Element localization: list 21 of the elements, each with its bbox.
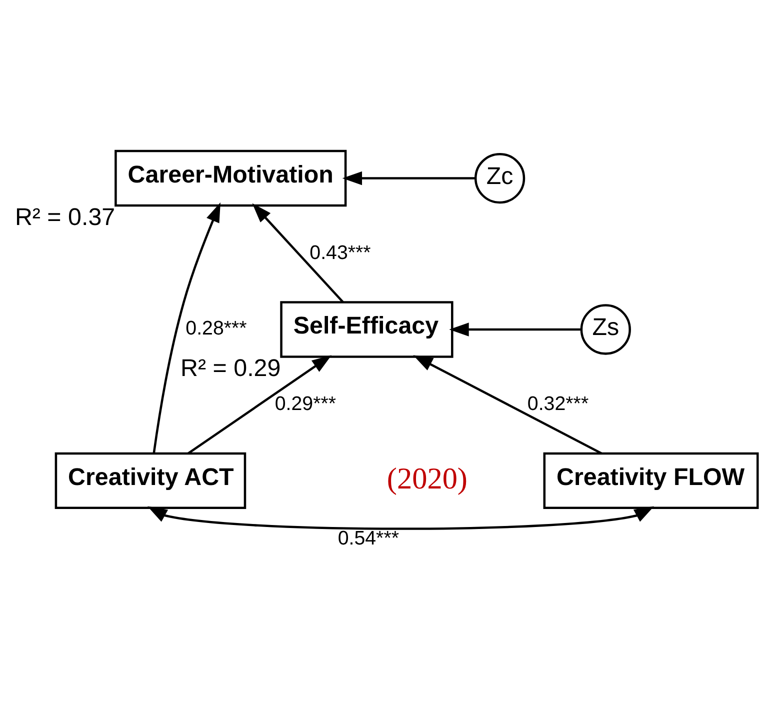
edge-label: 0.54*** <box>338 528 400 550</box>
node-label: R² = 0.37 <box>14 204 116 231</box>
edge-label: 0.32*** <box>527 393 589 416</box>
node-box: Creativity FLOW <box>543 452 759 510</box>
arrow <box>152 202 220 454</box>
edge-label: 0.43*** <box>310 242 371 264</box>
label: (2020) <box>386 461 468 496</box>
node-circle: Zc <box>474 152 526 204</box>
node-box: Self-Efficacy <box>280 301 454 358</box>
arrow <box>413 355 602 454</box>
node-box: Creativity ACT <box>54 452 246 510</box>
arrow <box>188 355 332 454</box>
arrow <box>252 203 344 303</box>
arrow <box>342 171 476 186</box>
edge-label: 0.28*** <box>186 318 247 340</box>
node-box: Career-Motivation <box>114 150 347 207</box>
edge-label: 0.29*** <box>274 393 336 416</box>
arrow <box>449 322 582 336</box>
node-circle: Zs <box>580 304 631 355</box>
arrow <box>147 506 654 530</box>
node-label: R² = 0.29 <box>180 355 281 382</box>
